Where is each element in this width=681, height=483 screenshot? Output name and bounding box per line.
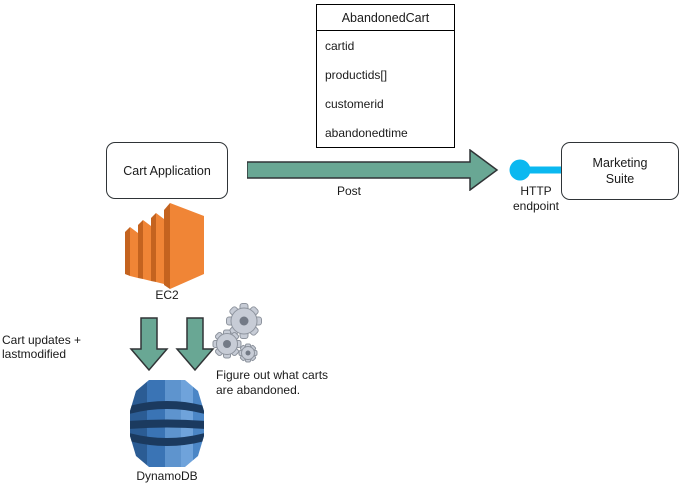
- dynamodb-label: DynamoDB: [136, 469, 198, 483]
- entity-field: cartid: [325, 38, 355, 53]
- entity-field: abandonedtime: [325, 125, 408, 140]
- cart-updates-label: Cart updates + lastmodified: [2, 333, 82, 361]
- entity-field-list: cartid productids[] customerid abandoned…: [317, 31, 454, 147]
- gears-icon: [212, 303, 262, 363]
- down-arrow-left: [129, 317, 169, 372]
- cart-application-label: Cart Application: [123, 163, 211, 178]
- marketing-suite-label: Marketing Suite: [592, 156, 648, 186]
- post-label: Post: [336, 184, 361, 198]
- entity-field: customerid: [325, 96, 384, 111]
- marketing-suite-node: Marketing Suite: [561, 142, 679, 200]
- post-arrow: [247, 149, 499, 191]
- gears-note: Figure out what carts are abandoned.: [216, 368, 329, 397]
- http-endpoint-icon: [509, 159, 564, 181]
- cart-application-node: Cart Application: [106, 142, 228, 199]
- entity-field: productids[]: [325, 67, 388, 82]
- ec2-label: EC2: [155, 288, 179, 302]
- dynamodb-icon: [130, 380, 204, 467]
- entity-title: AbandonedCart: [317, 5, 454, 31]
- ec2-icon: [125, 203, 204, 289]
- down-arrow-right: [175, 317, 215, 372]
- abandonedcart-entity: AbandonedCart cartid productids[] custom…: [316, 4, 455, 148]
- http-endpoint-label: HTTP endpoint: [512, 184, 560, 213]
